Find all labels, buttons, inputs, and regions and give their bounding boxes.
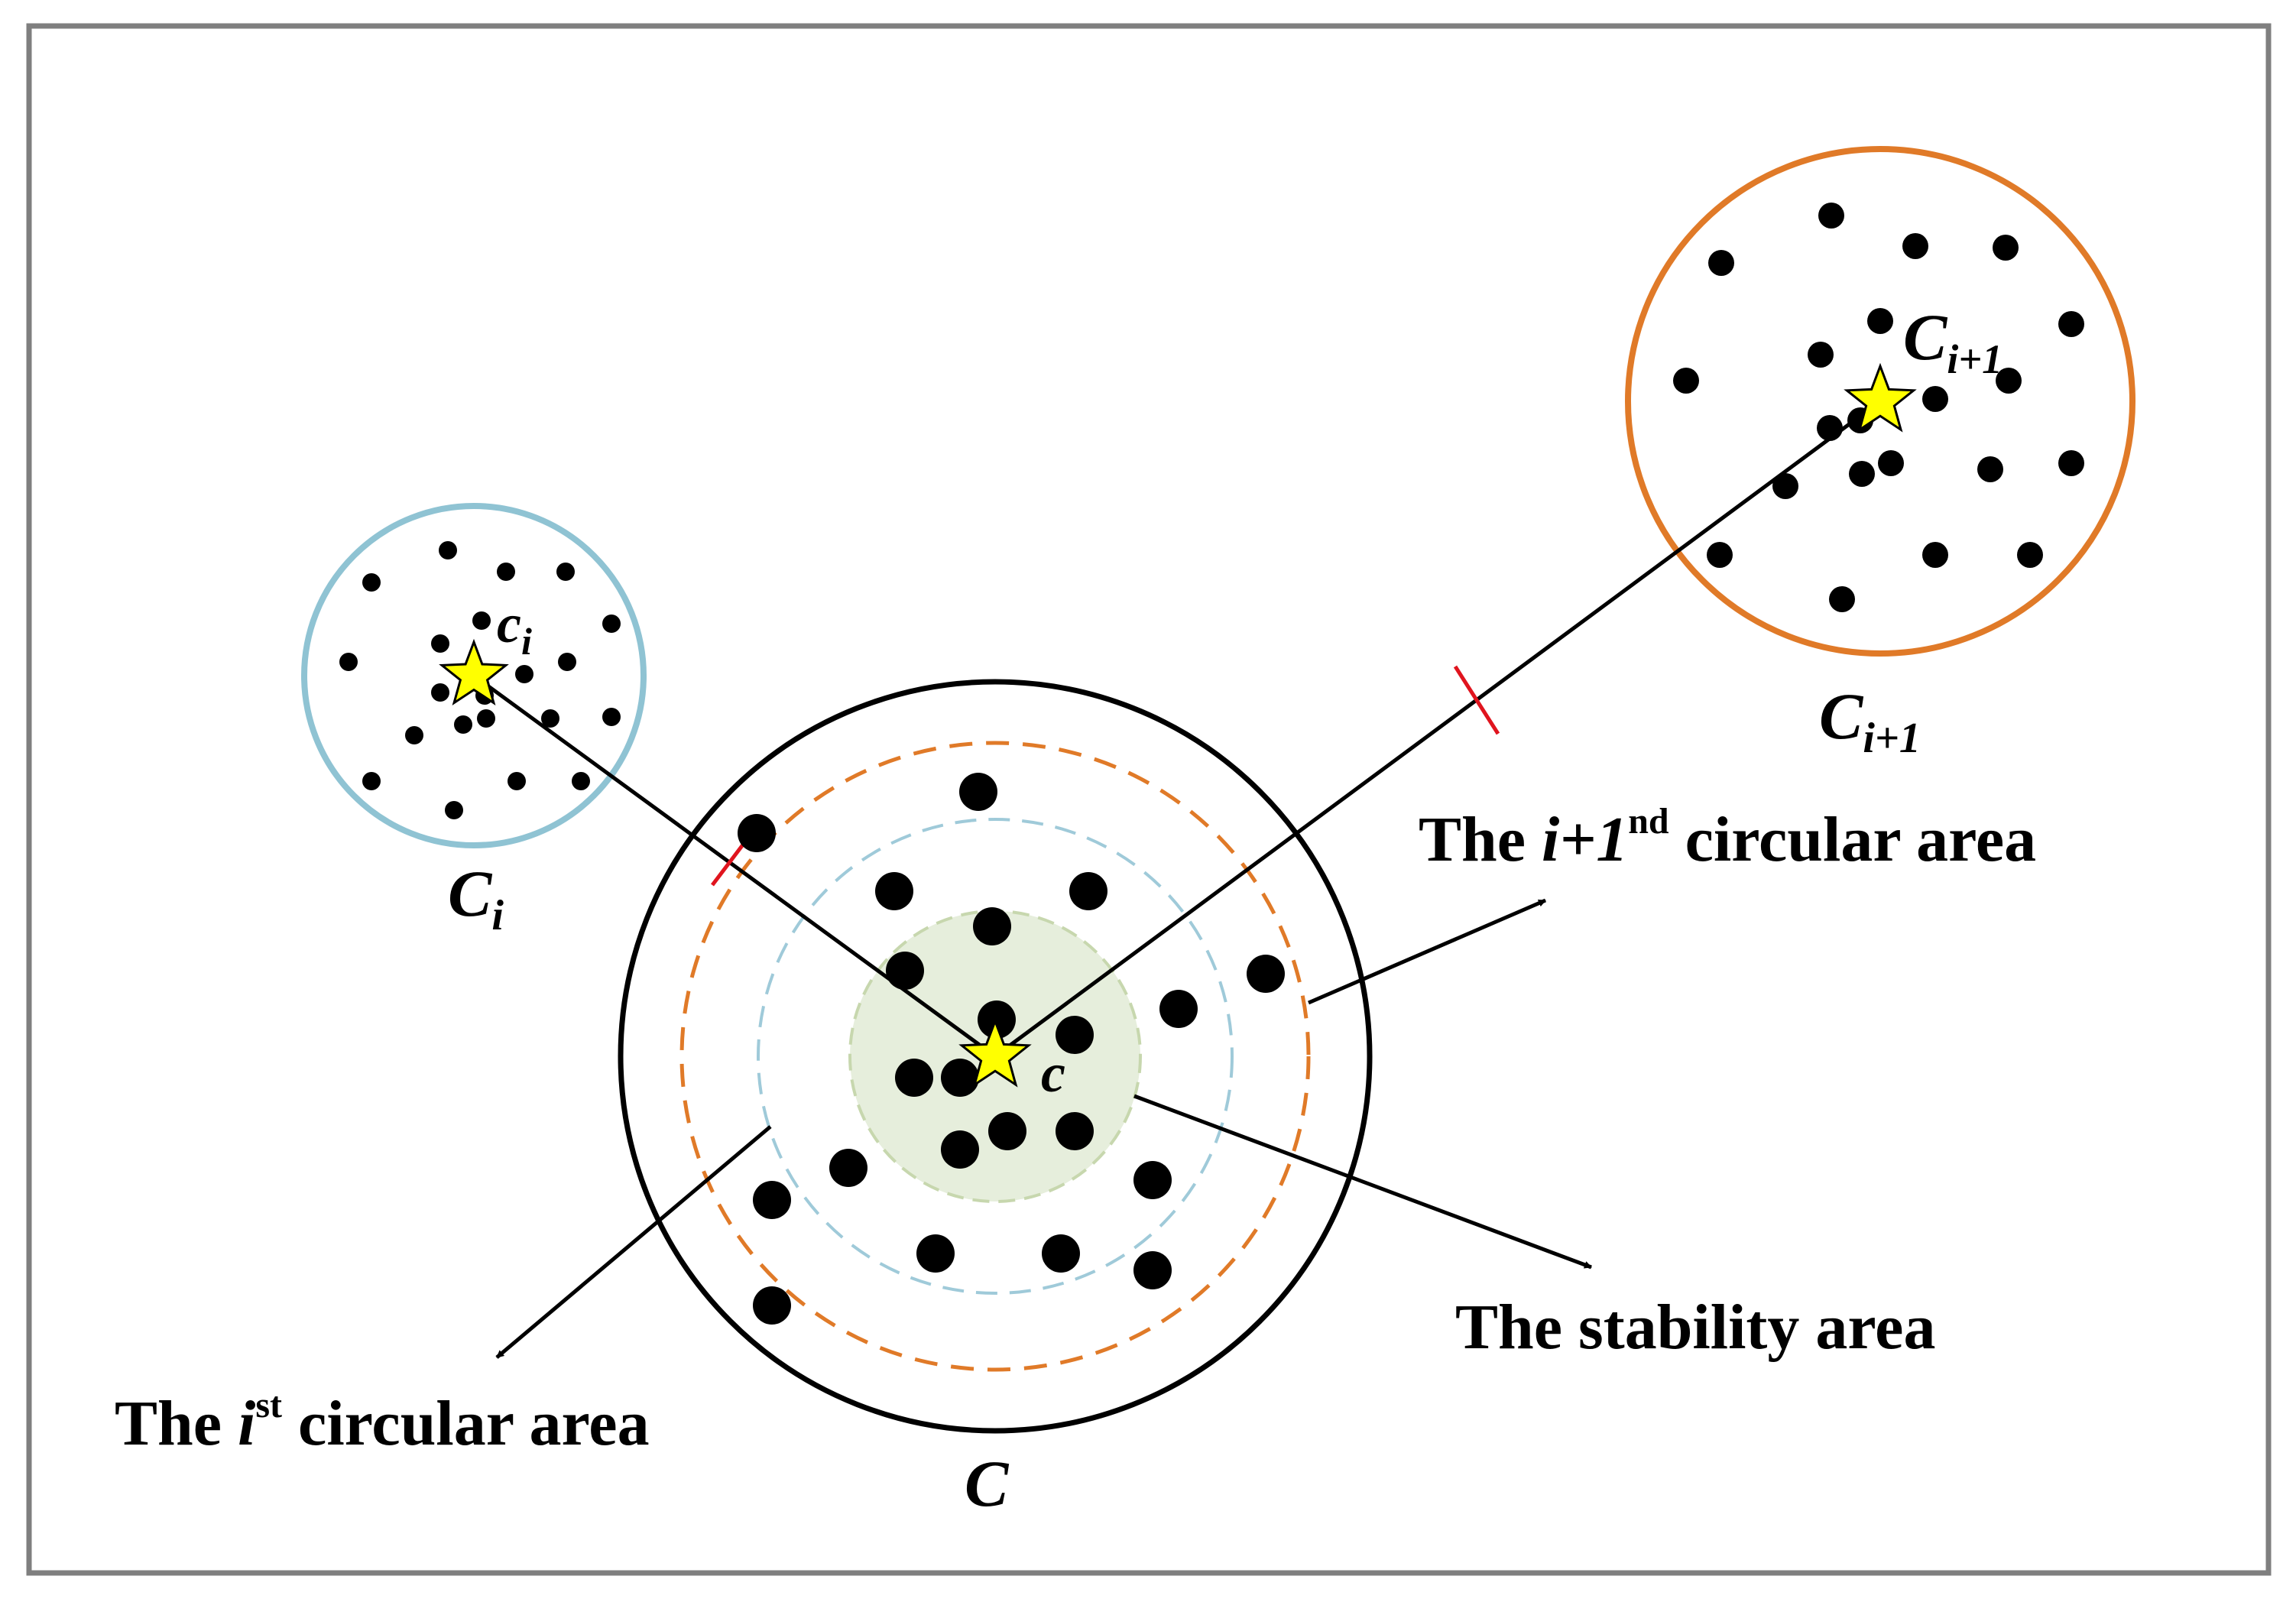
i1th-circular-area-boundary — [679, 741, 1311, 1372]
cluster-c-circle — [618, 679, 1373, 1434]
data-point — [477, 709, 495, 728]
data-point — [1993, 235, 2019, 261]
data-point — [602, 708, 621, 726]
data-point — [2058, 450, 2084, 476]
data-point — [472, 611, 491, 630]
data-point — [978, 1000, 1016, 1039]
data-point — [454, 715, 472, 734]
data-point — [1922, 386, 1948, 412]
data-point — [1817, 415, 1843, 441]
data-point — [1042, 1234, 1080, 1273]
pointer-arrow-i1-area — [1308, 898, 1546, 1005]
cluster-ci1-circle — [1625, 146, 2135, 657]
ith-circular-area-boundary — [757, 818, 1234, 1295]
data-point — [558, 653, 576, 671]
cluster-ci-circle — [301, 503, 647, 848]
data-point — [515, 665, 533, 683]
data-point — [541, 709, 559, 728]
centroid-ci-label: ci — [497, 593, 532, 663]
data-point — [1818, 203, 1844, 229]
centroid-ci-star-icon — [439, 638, 509, 706]
data-point — [1056, 1016, 1094, 1054]
cluster-ci1-label: Ci+1 — [1819, 679, 1921, 762]
cluster-ci-label: Ci — [448, 857, 504, 939]
data-point — [753, 1181, 791, 1219]
data-point — [1808, 342, 1834, 368]
data-point — [941, 1130, 979, 1169]
data-point — [1133, 1161, 1172, 1199]
data-point — [602, 615, 621, 633]
cluster-c-label: C — [965, 1447, 1010, 1520]
data-point — [916, 1234, 955, 1273]
data-point — [1069, 872, 1107, 910]
data-point — [1707, 542, 1733, 568]
data-point — [875, 872, 913, 910]
data-point — [973, 907, 1011, 945]
centroid-ci1-star-icon — [1844, 362, 1917, 433]
centroid-link-ci1 — [994, 399, 1882, 1059]
data-point — [829, 1149, 867, 1187]
data-point — [431, 683, 449, 702]
centroid-ci1-label: Ci+1 — [1903, 300, 2003, 382]
data-point — [1673, 368, 1699, 394]
data-point — [362, 573, 381, 592]
centroid-link-ci — [472, 673, 997, 1059]
data-point — [1867, 308, 1893, 334]
data-point — [1159, 990, 1198, 1028]
data-point — [1922, 542, 1948, 568]
data-point — [2058, 311, 2084, 337]
data-point — [339, 653, 358, 671]
data-point — [362, 772, 381, 790]
data-point — [1708, 250, 1734, 276]
stability-area-label: The stability area — [1455, 1292, 1935, 1363]
data-point — [1829, 586, 1855, 612]
data-point — [1772, 473, 1798, 499]
boundary-tick-ci1 — [1453, 665, 1500, 735]
data-point — [959, 773, 997, 811]
data-point — [445, 801, 463, 819]
cluster-c-points — [738, 773, 1285, 1325]
centroid-c-label: c — [1041, 1043, 1065, 1104]
pointer-arrow-stability-area — [1133, 1094, 1592, 1270]
data-point — [508, 772, 526, 790]
data-point — [1056, 1112, 1094, 1150]
centroid-stars — [439, 362, 1917, 1088]
data-point — [1133, 1251, 1172, 1289]
data-point — [988, 1112, 1026, 1150]
data-point — [1996, 368, 2022, 394]
data-point — [1849, 461, 1875, 487]
data-point — [497, 563, 515, 581]
data-point — [941, 1059, 979, 1097]
data-point — [405, 726, 423, 744]
data-point — [572, 772, 590, 790]
data-point — [1878, 450, 1904, 476]
data-point — [753, 1286, 791, 1325]
centroid-c-star-icon — [958, 1017, 1032, 1088]
figure-border — [26, 23, 2272, 1576]
data-point — [2017, 542, 2043, 568]
data-point — [556, 563, 575, 581]
data-point — [1247, 955, 1285, 993]
i-circular-area-label: The ist circular area — [115, 1385, 650, 1459]
data-point — [895, 1059, 933, 1097]
data-point — [439, 541, 457, 559]
data-point — [886, 952, 924, 990]
data-point — [1902, 233, 1928, 259]
data-point — [431, 634, 449, 653]
i1-circular-area-label: The i+1nd circular area — [1419, 801, 2036, 875]
pointer-arrow-i-area — [495, 1125, 772, 1359]
data-point — [738, 814, 776, 852]
data-point — [1977, 456, 2003, 482]
